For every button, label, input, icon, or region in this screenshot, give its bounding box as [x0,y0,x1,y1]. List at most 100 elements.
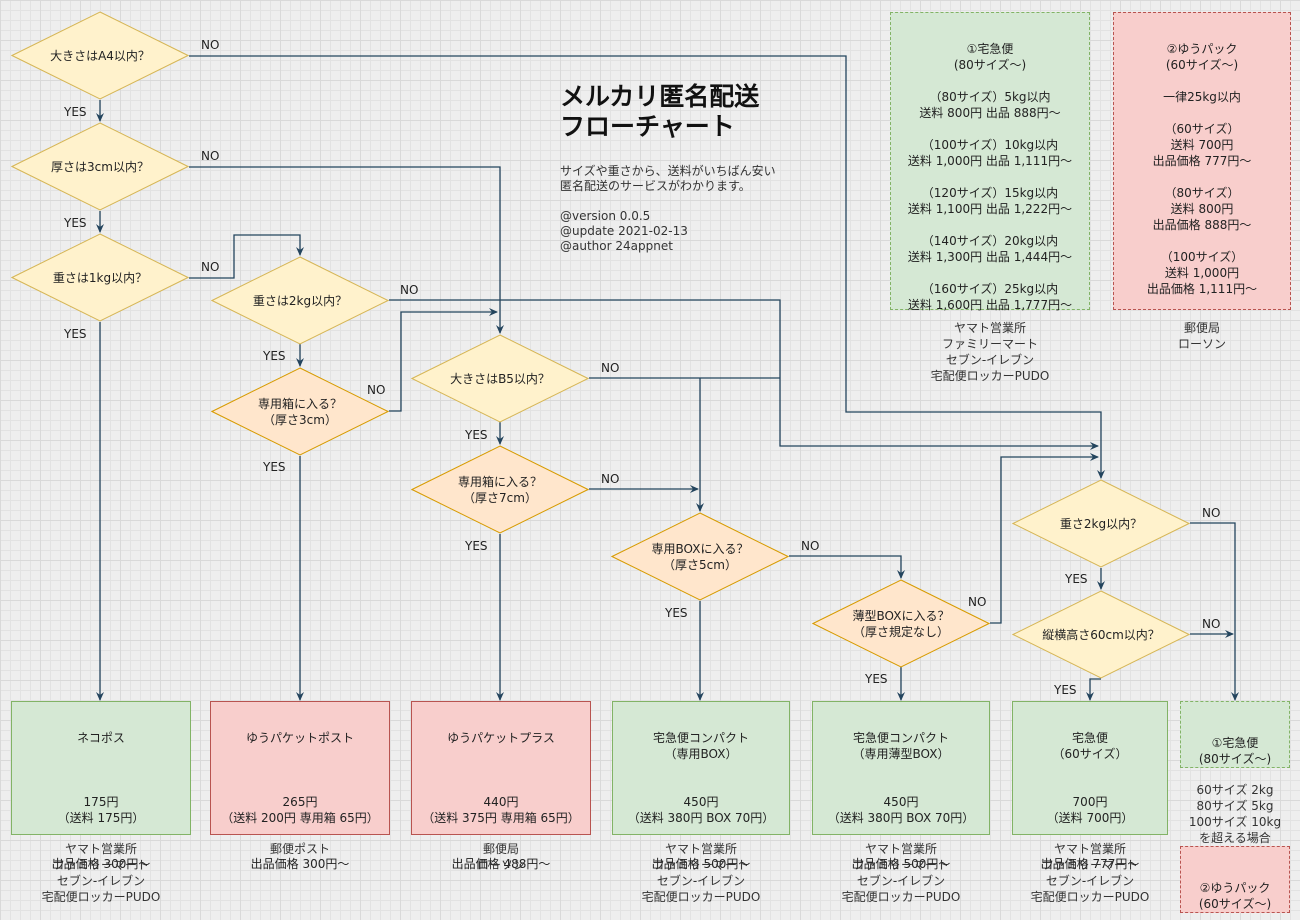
decision-weight-2kg-b: 重さ2kg以内？ [1012,479,1190,568]
overflow-note: 60サイズ 2kg 80サイズ 5kg 100サイズ 10kg を超える場合 [1188,783,1282,845]
result-listing: 出品価格 500円〜 [651,857,751,871]
edge-box5-no [789,555,905,579]
result-name: ゆうパケットポスト [245,731,354,745]
page-title: メルカリ匿名配送 フローチャート [560,82,760,141]
legend-takkyubin: ①宅急便 (80サイズ〜) （80サイズ）5kg以内 送料 800円 出品 88… [890,12,1090,312]
result-name: 宅急便コンパクト （専用薄型BOX） [852,731,950,761]
decision-size-60cm: 縦横高さ60cm以内？ [1012,590,1190,679]
result-price: 175円 （送料 175円） [57,795,145,825]
description: サイズや重さから、送料がいちばん安い 匿名配送のサービスがわかります。 @ver… [560,164,776,254]
result-name: 宅急便コンパクト （専用BOX） [652,731,749,761]
decision-weight-2kg: 重さは2kg以内？ [211,256,389,345]
decision-thin-box: 薄型BOXに入る？ （厚さ規定なし） [812,579,990,668]
result-nekopos-where: ヤマト営業所 ファミリーマート セブン-イレブン 宅配便ロッカーPUDO [41,842,161,904]
result-name: ゆうパケットプラス [447,731,555,745]
label-yes: YES [865,672,888,686]
label-no: NO [1202,506,1221,520]
result-listing: 出品価格 777円〜 [1040,857,1140,871]
edge-w1kg-no [189,234,304,279]
edge-thick3-no [189,166,504,334]
decision-box-7cm-text: 専用箱に入る？ （厚さ7cm） [457,474,542,505]
edge-size60-yes [1086,678,1101,701]
decision-thin-box-text: 薄型BOXに入る？ （厚さ規定なし） [852,608,950,639]
result-takkyubin-compact-thin: 宅急便コンパクト （専用薄型BOX） 450円 （送料 380円 BOX 70円… [812,701,990,871]
result-yu-packet-plus: ゆうパケットプラス 440円 （送料 375円 専用箱 65円） 出品価格 48… [411,701,591,871]
decision-size-60cm-text: 縦横高さ60cm以内？ [1042,627,1160,642]
edge-a4-no [189,55,1105,479]
result-takkyubin-60: 宅急便 （60サイズ） 700円 （送料 700円） 出品価格 777円〜 [1012,701,1168,871]
edge-box3-no [389,308,498,412]
label-yes: YES [465,428,488,442]
result-listing: 出品価格 300円〜 [250,857,350,871]
result-takkyubin-compact-thin-where: ヤマト営業所 ファミリーマート セブン-イレブン 宅配便ロッカーPUDO [841,842,961,904]
decision-b5: 大きさはB5以内？ [411,334,589,423]
decision-thickness-3cm: 厚さは3cm以内？ [11,122,189,211]
label-no: NO [601,361,620,375]
decision-box-7cm: 専用箱に入る？ （厚さ7cm） [411,445,589,534]
legend-yupack-text: ②ゆうパック (60サイズ〜) 一律25kg以内 （60サイズ） 送料 700円… [1146,42,1258,296]
label-yes: YES [263,349,286,363]
decision-weight-1kg: 重さは1kg以内？ [11,233,189,322]
result-takkyubin-compact: 宅急便コンパクト （専用BOX） 450円 （送料 380円 BOX 70円） … [612,701,790,871]
decision-a4-text: 大きさはA4以内？ [50,48,150,63]
overflow-takkyubin: ①宅急便 (80サイズ〜) [1180,701,1290,768]
decision-box-5cm: 専用BOXに入る？ （厚さ5cm） [611,512,789,601]
label-no: NO [400,283,419,297]
result-takkyubin-60-where: ヤマト営業所 ファミリーマート セブン-イレブン 宅配便ロッカーPUDO [1030,842,1150,904]
result-price: 450円 （送料 380円 BOX 70円） [827,795,975,825]
legend-yupack: ②ゆうパック (60サイズ〜) 一律25kg以内 （60サイズ） 送料 700円… [1113,12,1291,310]
result-price: 450円 （送料 380円 BOX 70円） [627,795,775,825]
result-name: 宅急便 （60サイズ） [1052,731,1128,761]
result-listing: 出品価格 300円〜 [51,857,151,871]
decision-thickness-3cm-text: 厚さは3cm以内？ [51,159,149,174]
result-takkyubin-compact-where: ヤマト営業所 ファミリーマート セブン-イレブン 宅配便ロッカーPUDO [641,842,761,904]
decision-box-5cm-text: 専用BOXに入る？ （厚さ5cm） [651,541,749,572]
edge-w2kg-no [389,299,1099,450]
result-listing: 出品価格 500円〜 [851,857,951,871]
overflow-yupack-text: ②ゆうパック (60サイズ〜) [1198,881,1272,911]
update-date: @update 2021-02-13 [560,224,688,238]
decision-b5-text: 大きさはB5以内？ [450,371,550,386]
label-no: NO [367,383,386,397]
label-no: NO [601,472,620,486]
label-no: NO [201,260,220,274]
decision-box-3cm-text: 専用箱に入る？ （厚さ3cm） [257,396,342,427]
description-text: サイズや重さから、送料がいちばん安い 匿名配送のサービスがわかります。 [560,164,776,193]
label-yes: YES [263,460,286,474]
label-yes: YES [1054,683,1077,697]
result-price: 265円 （送料 200円 専用箱 65円） [221,795,379,825]
decision-a4: 大きさはA4以内？ [11,11,189,100]
result-yu-packet-post: ゆうパケットポスト 265円 （送料 200円 専用箱 65円） 出品価格 30… [210,701,390,871]
label-no: NO [1202,617,1221,631]
decision-box-3cm: 専用箱に入る？ （厚さ3cm） [211,367,389,456]
label-no: NO [801,539,820,553]
edge-w2kgb-no [1190,522,1239,701]
legend-yupack-where: 郵便局 ローソン [1177,321,1226,351]
decision-weight-1kg-text: 重さは1kg以内？ [52,270,148,285]
label-no: NO [201,38,220,52]
result-nekopos: ネコポス 175円 （送料 175円） 出品価格 300円〜 [11,701,191,871]
result-yu-packet-plus-where: 郵便局 ローソン [476,842,525,872]
result-yu-packet-post-where: 郵便ポスト [269,842,330,856]
legend-takkyubin-text: ①宅急便 (80サイズ〜) （80サイズ）5kg以内 送料 800円 出品 88… [907,42,1073,312]
label-yes: YES [665,606,688,620]
label-yes: YES [465,539,488,553]
label-yes: YES [64,216,87,230]
result-price: 700円 （送料 700円） [1046,795,1134,825]
version: @version 0.0.5 [560,209,651,223]
overflow-yupack: ②ゆうパック (60サイズ〜) [1180,846,1290,913]
result-price: 440円 （送料 375円 専用箱 65円） [422,795,580,825]
decision-weight-2kg-text: 重さは2kg以内？ [252,293,348,308]
label-yes: YES [1065,572,1088,586]
label-yes: YES [64,105,87,119]
author: @author 24appnet [560,239,673,253]
result-name: ネコポス [77,731,125,745]
legend-takkyubin-where: ヤマト営業所 ファミリーマート セブン-イレブン 宅配便ロッカーPUDO [930,321,1050,383]
overflow-takkyubin-text: ①宅急便 (80サイズ〜) [1198,736,1272,766]
decision-weight-2kg-b-text: 重さ2kg以内？ [1059,516,1143,531]
result-listing: 出品価格 488円〜 [451,857,551,871]
label-no: NO [968,595,987,609]
label-no: NO [201,149,220,163]
edge-thinbox-no [990,453,1099,624]
